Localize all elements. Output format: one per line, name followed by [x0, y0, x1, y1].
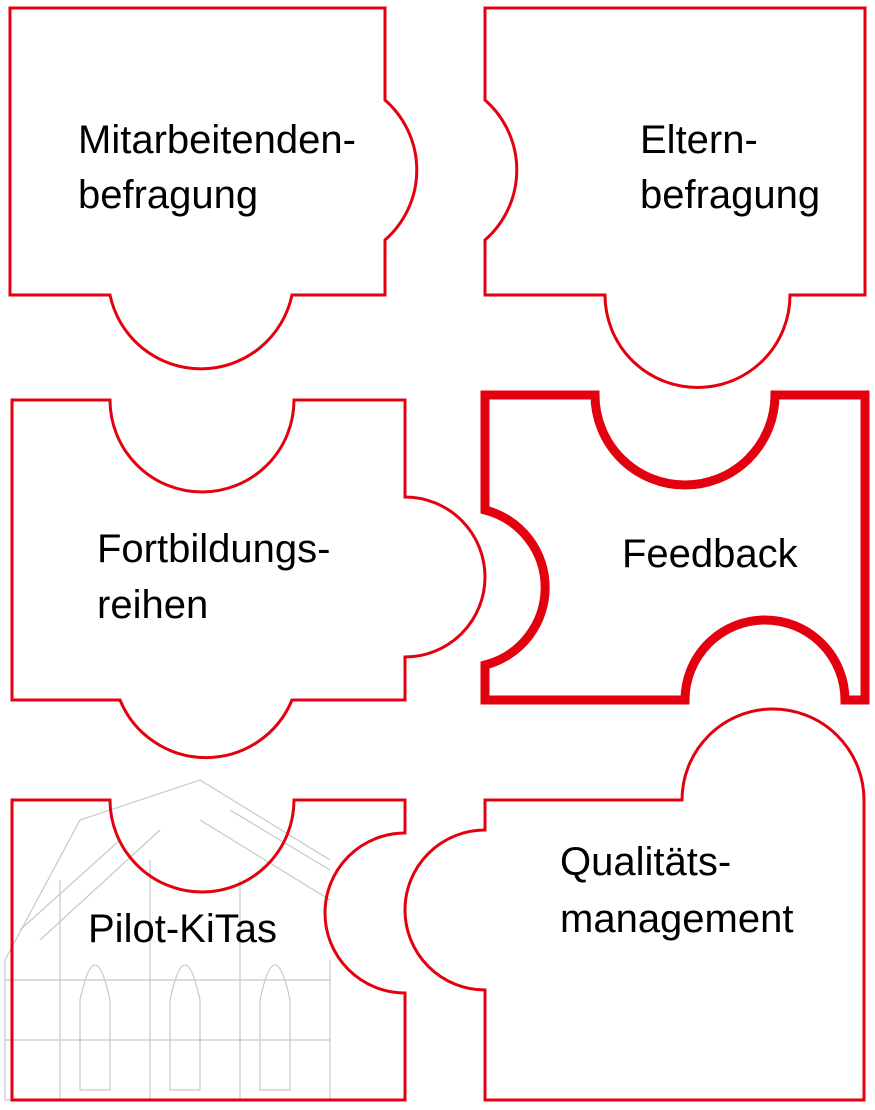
piece-label-feedback: Feedback [622, 532, 799, 576]
label-line-1: Fortbildungs- [97, 527, 330, 571]
church-watermark [4, 779, 331, 1101]
piece-outline [10, 798, 407, 1102]
piece-label-mitarbeitenden: Mitarbeitenden- befragung [78, 118, 367, 217]
piece-label-qualitaet: Qualitäts- management [560, 840, 793, 941]
label-line-2: management [560, 897, 793, 941]
puzzle-piece-eltern: Eltern- befragung [483, 6, 867, 389]
label-line-1: Pilot-KiTas [88, 907, 277, 951]
puzzle-piece-mitarbeitenden: Mitarbeitenden- befragung [8, 6, 419, 371]
label-line-1: Qualitäts- [560, 840, 731, 884]
label-line-2: befragung [78, 173, 258, 217]
label-line-2: befragung [640, 173, 820, 217]
label-line-2: reihen [97, 583, 208, 627]
puzzle-piece-qualitaet: Qualitäts- management [403, 707, 866, 1102]
piece-outline [483, 6, 867, 389]
piece-label-fortbildung: Fortbildungs- reihen [97, 527, 342, 627]
piece-outline-highlighted [480, 390, 870, 705]
label-line-1: Mitarbeitenden- [78, 118, 356, 162]
label-line-1: Feedback [622, 532, 799, 576]
piece-outline [8, 6, 419, 371]
piece-label-eltern: Eltern- befragung [640, 118, 820, 217]
piece-outline [403, 707, 866, 1102]
puzzle-piece-pilot: Pilot-KiTas [10, 798, 407, 1102]
label-line-1: Eltern- [640, 118, 758, 162]
puzzle-piece-fortbildung: Fortbildungs- reihen [10, 398, 487, 760]
piece-label-pilot: Pilot-KiTas [88, 907, 277, 951]
puzzle-piece-feedback: Feedback [480, 390, 870, 705]
piece-outline [10, 398, 487, 760]
